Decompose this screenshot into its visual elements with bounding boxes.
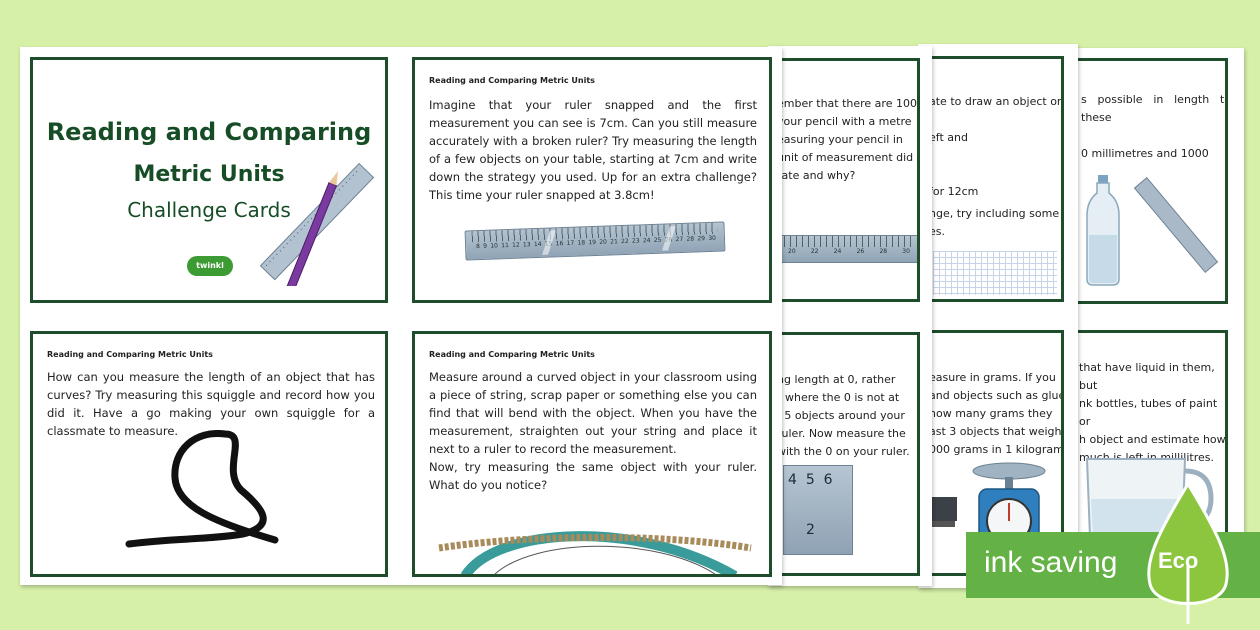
card-header: Reading and Comparing Metric Units <box>429 76 595 85</box>
card-header: Reading and Comparing Metric Units <box>429 350 595 359</box>
ruler-number: 23 <box>631 237 640 245</box>
card-text: How can you measure the length of an obj… <box>47 370 375 438</box>
ruler-number: 27 <box>675 235 684 244</box>
worksheet-page-4: s possible in length to these 0 millimet… <box>1066 48 1244 586</box>
ruler-number: 18 <box>577 239 586 247</box>
ruler-digit: 6 <box>823 472 833 488</box>
subtitle: Challenge Cards <box>127 198 291 222</box>
bottle-image <box>1086 175 1120 286</box>
ruler-number: 14 <box>533 240 542 249</box>
leaf-icon <box>1147 481 1229 624</box>
ruler-image <box>1133 177 1219 273</box>
challenge-card-broken-ruler: Reading and Comparing Metric Units Imagi… <box>412 57 772 303</box>
ruler-number: 12 <box>511 241 520 249</box>
ink-saving-label: ink saving <box>984 546 1118 579</box>
ruler-number: 10 <box>490 242 499 250</box>
twinkl-logo: twinkl <box>187 256 233 276</box>
partial-text: that have liquid in them, but nk bottles… <box>1079 361 1226 464</box>
worksheet-page-1: Reading and Comparing Metric Units Chall… <box>20 47 782 585</box>
ruler-image: 8910111213141516171819202122232425262728… <box>464 221 726 261</box>
partial-text: s possible in length to these 0 millimet… <box>1081 93 1228 160</box>
ruler-number: 9 <box>483 242 488 250</box>
partial-card: ate to draw an object on eft and for 12c… <box>924 56 1064 302</box>
title-line-2: Metric Units <box>133 162 285 187</box>
challenge-card-squiggle: Reading and Comparing Metric Units How c… <box>30 331 388 577</box>
ruler-number: 24 <box>642 237 651 245</box>
partial-text: ate to draw an object on eft and for 12c… <box>929 95 1064 238</box>
ruler-number: 8 <box>476 243 481 251</box>
worksheet-page-3: ate to draw an object on eft and for 12c… <box>918 44 1078 588</box>
ruler-digit: 4 <box>788 472 797 488</box>
title-card: Reading and Comparing Metric Units Chall… <box>30 57 388 303</box>
partial-card: ember that there are 100 your pencil wit… <box>768 58 920 302</box>
ruler-number: 21 <box>610 238 618 246</box>
eco-label: Eco <box>1158 548 1199 573</box>
partial-text: ng length at 0, rather r where the 0 is … <box>777 373 910 458</box>
ruler-number: 19 <box>588 238 597 247</box>
partial-text: ember that there are 100 your pencil wit… <box>777 97 917 182</box>
challenge-card-curved-object: Reading and Comparing Metric Units Measu… <box>412 331 772 577</box>
ruler-digit: 2 <box>806 522 815 538</box>
ruler-number: 22 <box>620 237 629 246</box>
partial-card: s possible in length to these 0 millimet… <box>1072 58 1228 304</box>
partial-card: ng length at 0, rather r where the 0 is … <box>768 332 920 576</box>
squiggle-image <box>125 430 279 548</box>
worksheet-page-2: ember that there are 100 your pencil wit… <box>768 46 932 586</box>
grid-paper <box>933 251 1057 295</box>
string-and-curve-image <box>438 531 752 574</box>
ruler-number: 25 <box>653 236 662 244</box>
ruler-number: 28 <box>686 235 695 243</box>
ruler-pencil-image <box>259 162 375 286</box>
ruler-number: 30 <box>708 234 717 243</box>
ruler-number: 20 <box>599 238 608 246</box>
close-up-ruler-image: 4 5 6 2 <box>783 465 853 555</box>
partial-text: easure in grams. If you and objects such… <box>929 371 1064 456</box>
ruler-number: 17 <box>566 239 575 247</box>
ruler-number: 11 <box>501 242 509 250</box>
ruler-digit: 5 <box>805 472 815 488</box>
title-line-1: Reading and Comparing <box>46 118 372 146</box>
card-text: Imagine that your ruler snapped and the … <box>429 98 757 202</box>
card-text-paragraph-2: Now, try measuring the same object with … <box>429 460 757 492</box>
ruler-number: 29 <box>697 235 706 243</box>
card-text-paragraph-1: Measure around a curved object in your c… <box>429 370 757 456</box>
ruler-number: 16 <box>555 240 564 248</box>
card-header: Reading and Comparing Metric Units <box>47 350 213 359</box>
ruler-number: 13 <box>522 241 531 249</box>
